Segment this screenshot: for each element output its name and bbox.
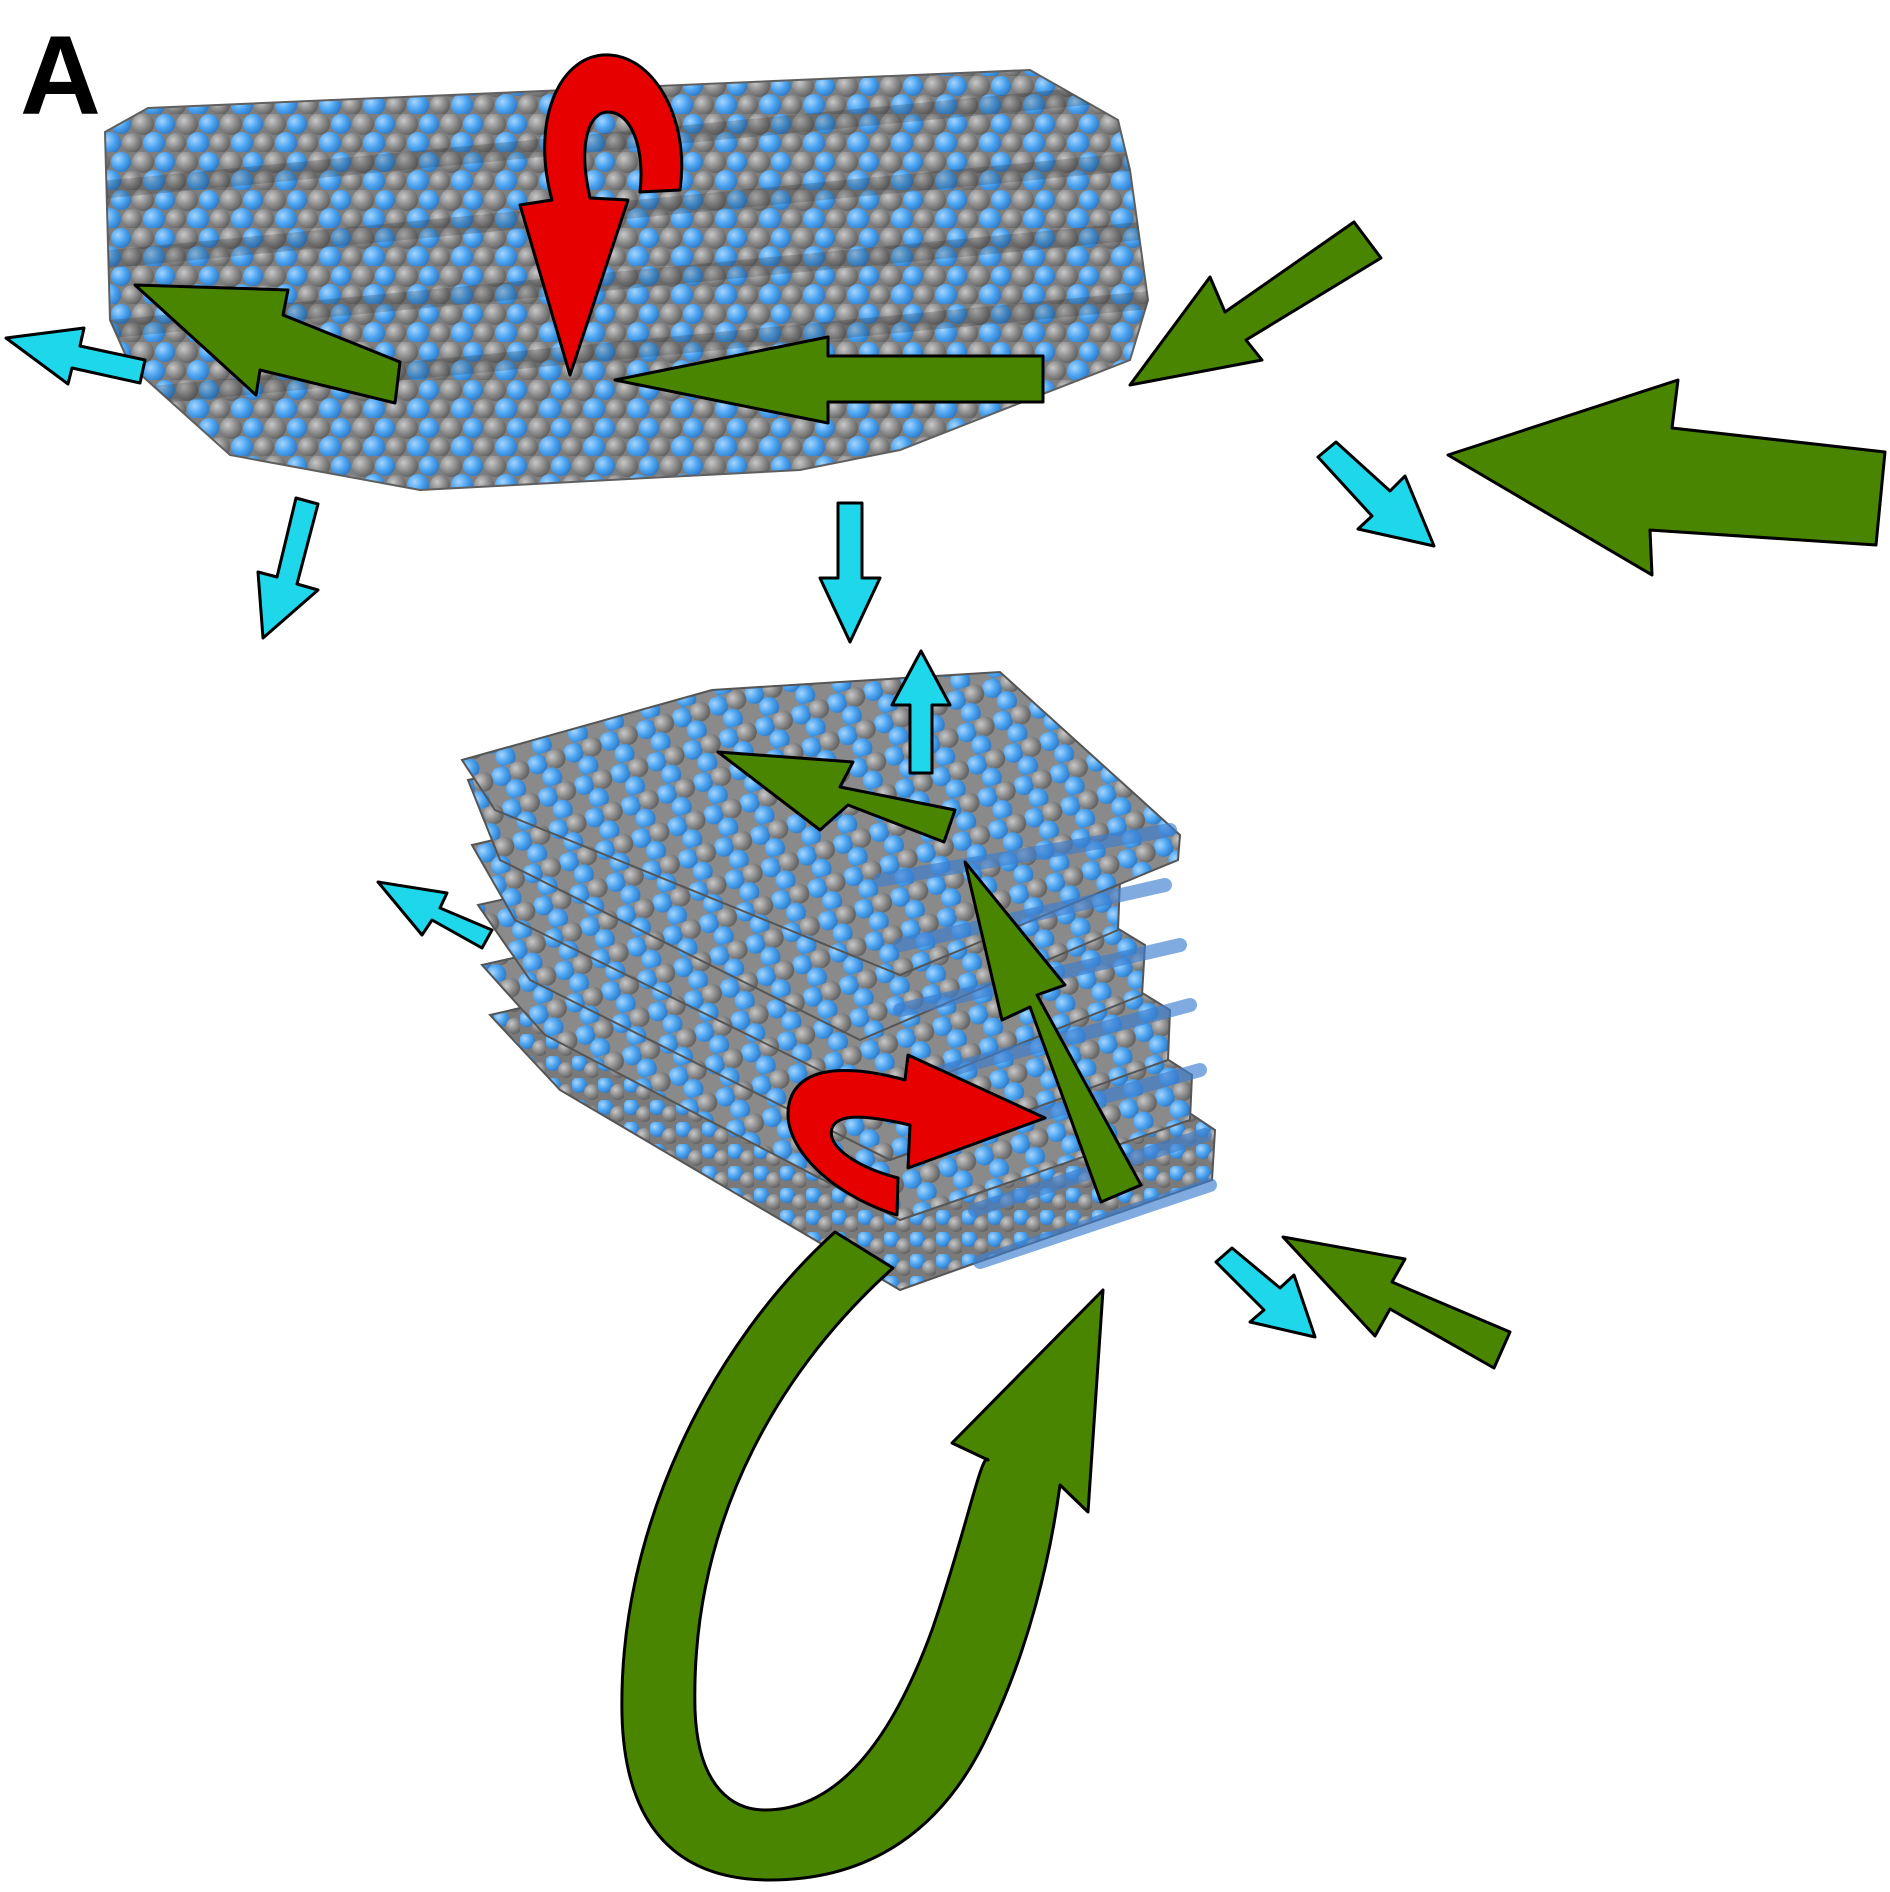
green-arrow-bottom-right xyxy=(1281,1235,1512,1370)
green-arrow-bottom-diagonal xyxy=(963,860,1143,1204)
cyan-arrow-bottom-left xyxy=(376,880,494,950)
green-arrow-top-right xyxy=(1128,220,1383,387)
red-curved-arrow-bottom xyxy=(786,1053,1047,1217)
cyan-arrow-top-lower-left xyxy=(256,496,320,640)
cyan-arrow-top-right xyxy=(1316,440,1436,548)
cyan-arrow-bottom-right xyxy=(1214,1246,1317,1339)
cyan-arrow-bottom-up xyxy=(890,649,952,775)
red-curved-arrow-icon xyxy=(786,1053,1047,1217)
green-arrow-icon xyxy=(133,220,1887,1370)
cyan-arrow-top-center xyxy=(818,501,882,644)
green-arrow-top-left xyxy=(133,283,402,405)
green-arrow-bottom-upper xyxy=(716,750,957,844)
green-arrow-top-middle xyxy=(613,335,1045,425)
red-curved-arrow-top xyxy=(518,53,684,377)
panel-label: A xyxy=(20,13,101,138)
green-loop-arrow-body xyxy=(620,1230,1105,1882)
red-curved-arrow-icon xyxy=(518,53,684,377)
green-arrow-large-right xyxy=(1446,378,1887,577)
green-loop-arrow-icon xyxy=(620,1230,1105,1882)
cyan-arrow-icon xyxy=(4,326,1436,1339)
cyan-arrow-top-left xyxy=(4,326,147,386)
